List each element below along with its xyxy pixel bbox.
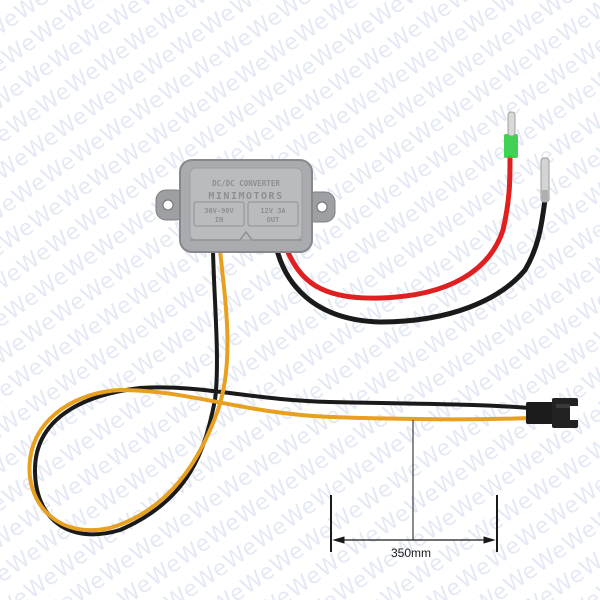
marking-input-voltage: 30V-90V xyxy=(204,207,234,215)
jst-connector xyxy=(526,398,578,428)
arrow-left-icon xyxy=(332,536,345,544)
marking-output-spec: 12V 3A xyxy=(260,207,286,215)
input-wire-harness xyxy=(27,248,532,537)
negative-terminal xyxy=(540,157,550,203)
marking-line1: DC/DC CONVERTER xyxy=(212,179,280,188)
output-negative-wire xyxy=(274,197,548,325)
input-signal-wire xyxy=(27,248,532,533)
marking-brand: MINIMOTORS xyxy=(208,191,283,202)
arrow-right-icon xyxy=(483,536,496,544)
output-positive-wire xyxy=(284,155,513,301)
marking-input-label: IN xyxy=(215,216,223,224)
converter-module: DC/DC CONVERTER MINIMOTORS 30V-90V IN 12… xyxy=(155,159,336,253)
dimension-annotation: 350mm xyxy=(330,420,498,560)
output-wire-harness xyxy=(274,155,548,325)
dimension-label: 350mm xyxy=(391,546,431,560)
marking-output-label: OUT xyxy=(267,216,280,224)
positive-terminal xyxy=(504,111,518,158)
